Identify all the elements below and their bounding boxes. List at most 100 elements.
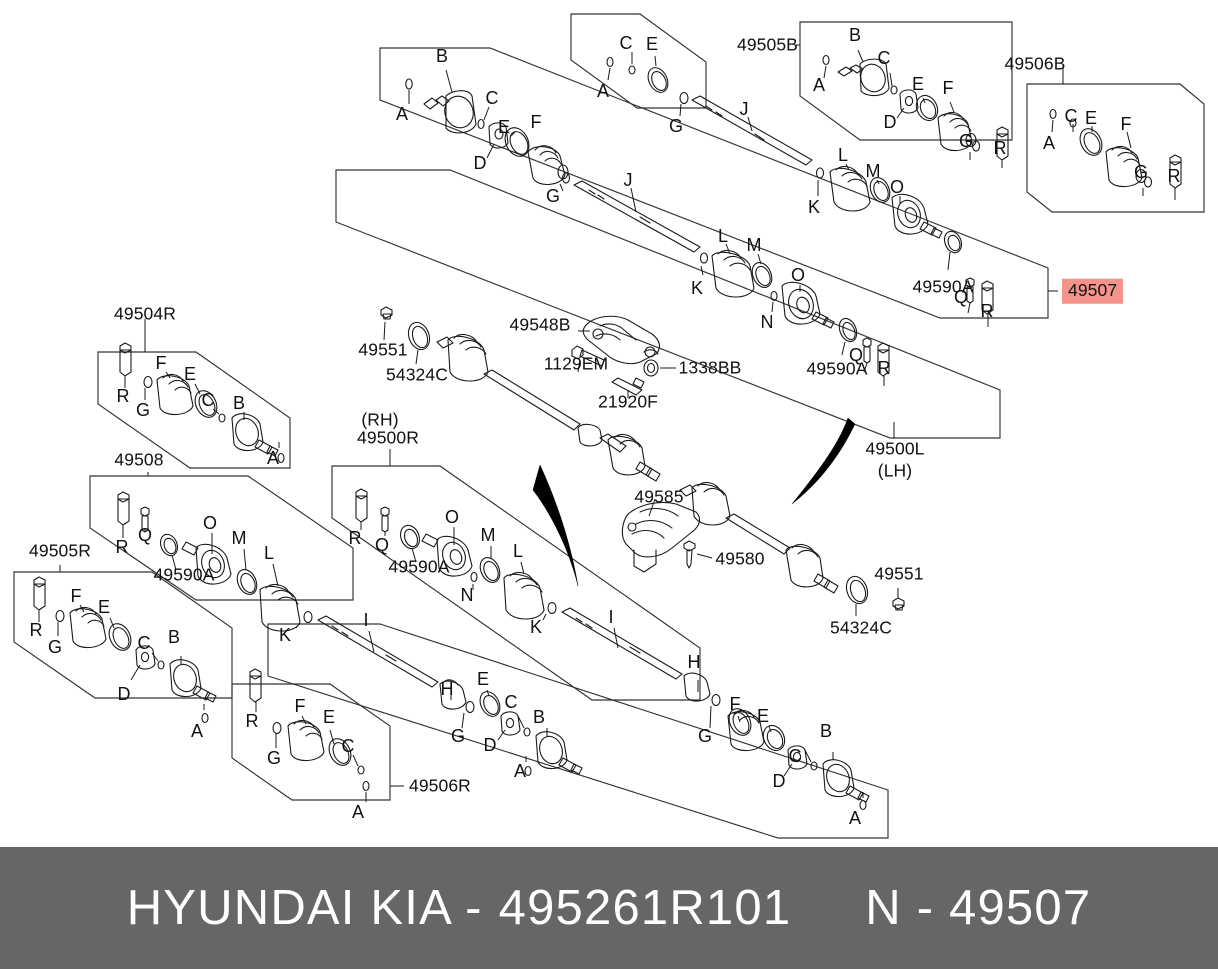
- item-letter-f: F: [530, 112, 542, 132]
- footer-brand: HYUNDAI KIA -: [126, 881, 483, 935]
- part-label-49551-bottom: 49551: [874, 563, 924, 584]
- item-letter-a: A: [596, 81, 610, 101]
- item-letter-l: L: [512, 541, 524, 561]
- item-letter-l: L: [837, 145, 849, 165]
- part-label-49508: 49508: [114, 449, 164, 470]
- group-box-49506B: [1026, 83, 1205, 213]
- item-letter-h: H: [687, 652, 701, 672]
- item-letter-f: F: [70, 586, 82, 606]
- item-letter-o: O: [202, 513, 218, 533]
- item-letter-g: G: [697, 726, 713, 746]
- item-letter-k: K: [278, 625, 292, 645]
- part-label-1129EM: 1129EM: [543, 353, 609, 374]
- group-box-49504R: [97, 351, 291, 469]
- part-label-54324C-bottom: 54324C: [830, 617, 892, 638]
- parts-49506B-box: [1049, 108, 1182, 200]
- item-letter-c: C: [788, 746, 802, 766]
- footer-text-group: HYUNDAI KIA - 495261R101 N - 49507: [127, 880, 1092, 936]
- item-letter-a: A: [1042, 133, 1056, 153]
- part-label-21920F: 21920F: [598, 391, 658, 412]
- item-letter-a: A: [190, 721, 204, 741]
- item-letter-a: A: [395, 104, 409, 124]
- assembly-label-49500R: 49500R: [357, 427, 419, 448]
- item-letter-b: B: [232, 393, 246, 413]
- parts-49506R-box: [249, 668, 370, 802]
- item-letter-q: Q: [137, 525, 153, 545]
- item-letter-f: F: [294, 696, 306, 716]
- item-letter-q: Q: [374, 535, 390, 555]
- item-letter-g: G: [545, 186, 561, 206]
- item-letter-q: Q: [953, 287, 969, 307]
- item-letter-c: C: [201, 390, 215, 410]
- part-label-49505R: 49505R: [29, 540, 91, 561]
- item-letter-r: R: [348, 528, 362, 548]
- pointer-arrow-rh: [532, 464, 579, 587]
- item-letter-c: C: [619, 33, 633, 53]
- item-letter-b: B: [167, 627, 181, 647]
- part-label-49551-top: 49551: [358, 339, 408, 360]
- parts-49505B-box: [822, 49, 1009, 168]
- item-letter-a: A: [812, 75, 826, 95]
- item-letter-r: R: [877, 358, 891, 378]
- group-box-49508: [89, 475, 354, 601]
- part-label-49590A-top: 49590A: [806, 358, 868, 379]
- item-letter-e: E: [645, 34, 659, 54]
- item-letter-e: E: [911, 74, 925, 94]
- item-letter-e: E: [497, 117, 511, 137]
- parts-49504R-box: [119, 342, 285, 464]
- part-label-54324C-top: 54324C: [386, 364, 448, 385]
- item-letter-g: G: [135, 400, 151, 420]
- item-letter-m: M: [746, 235, 762, 255]
- assembly-label-rh-side: (RH): [361, 409, 399, 430]
- item-letter-f: F: [942, 78, 954, 98]
- pointer-arrow-lh: [791, 417, 856, 505]
- item-letter-m: M: [865, 161, 881, 181]
- item-letter-c: C: [1064, 106, 1078, 126]
- item-letter-g: G: [266, 748, 282, 768]
- item-letter-h: H: [440, 679, 454, 699]
- item-letter-a: A: [848, 808, 862, 828]
- part-label-49504R: 49504R: [114, 303, 176, 324]
- item-letter-j: J: [739, 99, 749, 119]
- item-letter-e: E: [322, 707, 336, 727]
- item-letter-d: D: [473, 153, 487, 173]
- item-letter-c: C: [877, 48, 891, 68]
- callout-leaders: [59, 44, 1064, 787]
- highlighted-part-callout-49507[interactable]: 49507: [1062, 278, 1124, 304]
- item-letter-i: I: [608, 607, 614, 627]
- item-letter-g: G: [1133, 162, 1149, 182]
- item-letter-r: R: [116, 386, 130, 406]
- item-letter-g: G: [47, 637, 63, 657]
- item-letter-m: M: [480, 525, 496, 545]
- item-letter-k: K: [690, 278, 704, 298]
- item-letter-k: K: [529, 617, 543, 637]
- item-letter-b: B: [819, 721, 833, 741]
- group-box-49505B-right: [799, 21, 1013, 141]
- part-label-49590A-left: 49590A: [153, 564, 215, 585]
- part-label-49590A-rh: 49590A: [388, 556, 450, 577]
- part-label-49590A-upper: 49590A: [912, 276, 974, 297]
- lh-halfshaft-bracket-group: [621, 481, 905, 616]
- item-letter-c: C: [485, 88, 499, 108]
- item-letter-a: A: [266, 448, 280, 468]
- group-box-49506R: [231, 683, 391, 801]
- item-letter-l: L: [717, 226, 729, 246]
- item-letter-e: E: [183, 364, 197, 384]
- item-letter-r: R: [1167, 166, 1181, 186]
- item-letter-i: I: [363, 610, 369, 630]
- group-box-49500L: [335, 169, 1001, 439]
- item-letter-a: A: [351, 802, 365, 822]
- item-letter-g: G: [668, 116, 684, 136]
- item-letter-b: B: [532, 707, 546, 727]
- item-letter-f: F: [729, 694, 741, 714]
- part-label-49506R: 49506R: [409, 775, 471, 796]
- item-letter-o: O: [889, 177, 905, 197]
- part-label-49548B: 49548B: [509, 314, 571, 335]
- parts-49508-box: [117, 491, 583, 777]
- group-box-shaft-top: [379, 47, 1049, 319]
- item-letter-o: O: [790, 265, 806, 285]
- assembly-label-49500L: 49500L: [865, 438, 925, 459]
- item-letter-b: B: [435, 46, 449, 66]
- item-letter-r: R: [980, 301, 994, 321]
